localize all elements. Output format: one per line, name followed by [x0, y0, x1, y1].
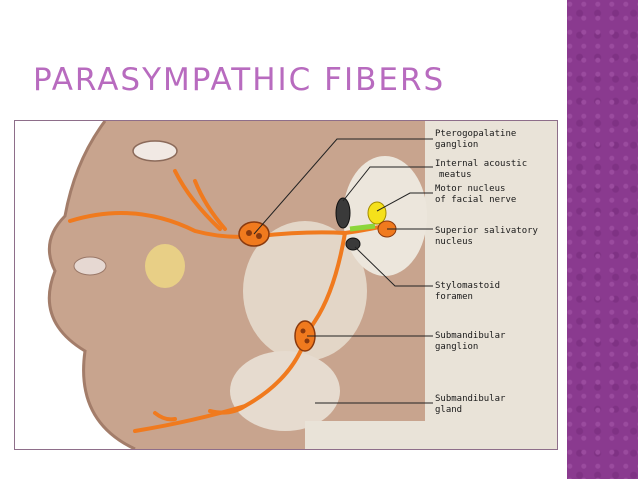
nostril — [73, 256, 107, 276]
label-internal-acoustic-2: meatus — [439, 170, 472, 180]
accent-sidebar — [567, 0, 638, 479]
slide-title: PARASYMPATHIC FIBERS — [33, 62, 446, 98]
submandibular-gland — [230, 351, 340, 431]
label-pterygopalatine-2: ganglion — [435, 140, 478, 150]
label-submandibular-ganglion-2: ganglion — [435, 342, 478, 352]
nerve-lower-twig — [208, 404, 247, 415]
green-nucleus — [349, 223, 376, 232]
face-profile-edge — [47, 121, 136, 449]
lower-tissue — [305, 421, 425, 449]
label-motor-nucleus-2: of facial nerve — [435, 195, 516, 205]
neck-area — [425, 121, 557, 449]
label-submandibular-gland-2: gland — [435, 405, 462, 415]
label-stylomastoid-2: foramen — [435, 292, 473, 302]
face-profile-bg — [15, 121, 135, 449]
label-salivatory-1: Superior salivatory — [435, 226, 539, 236]
head-muscles — [49, 121, 426, 449]
submandibular-ganglion-icon — [294, 320, 316, 352]
label-internal-acoustic-1: Internal acoustic — [435, 159, 527, 169]
eye — [132, 140, 178, 162]
fat-pad — [145, 244, 185, 288]
anatomy-figure: Pterogopalatine ganglion Internal acoust… — [14, 120, 558, 450]
label-stylomastoid-1: Stylomastoid — [435, 281, 500, 291]
motor-nucleus-icon — [367, 201, 387, 225]
leader-lines — [253, 138, 433, 404]
nerve-branch-face — [68, 211, 257, 239]
label-salivatory-2: nucleus — [435, 237, 473, 247]
internal-acoustic-meatus — [335, 197, 351, 229]
nerve-branch-upper2 — [193, 179, 227, 231]
sidebar-pattern — [567, 0, 638, 479]
nerve-branch-upper — [173, 169, 222, 231]
stylomastoid-foramen — [345, 237, 361, 251]
label-submandibular-gland-1: Submandibular — [435, 394, 506, 404]
nerve-lower-twig2 — [153, 411, 177, 422]
label-submandibular-ganglion-1: Submandibular — [435, 331, 506, 341]
label-pterygopalatine-1: Pterogopalatine — [435, 129, 516, 139]
anatomy-illustration: Pterogopalatine ganglion Internal acoust… — [15, 121, 557, 449]
parotid-gland — [243, 221, 367, 361]
label-motor-nucleus-1: Motor nucleus — [435, 184, 505, 194]
